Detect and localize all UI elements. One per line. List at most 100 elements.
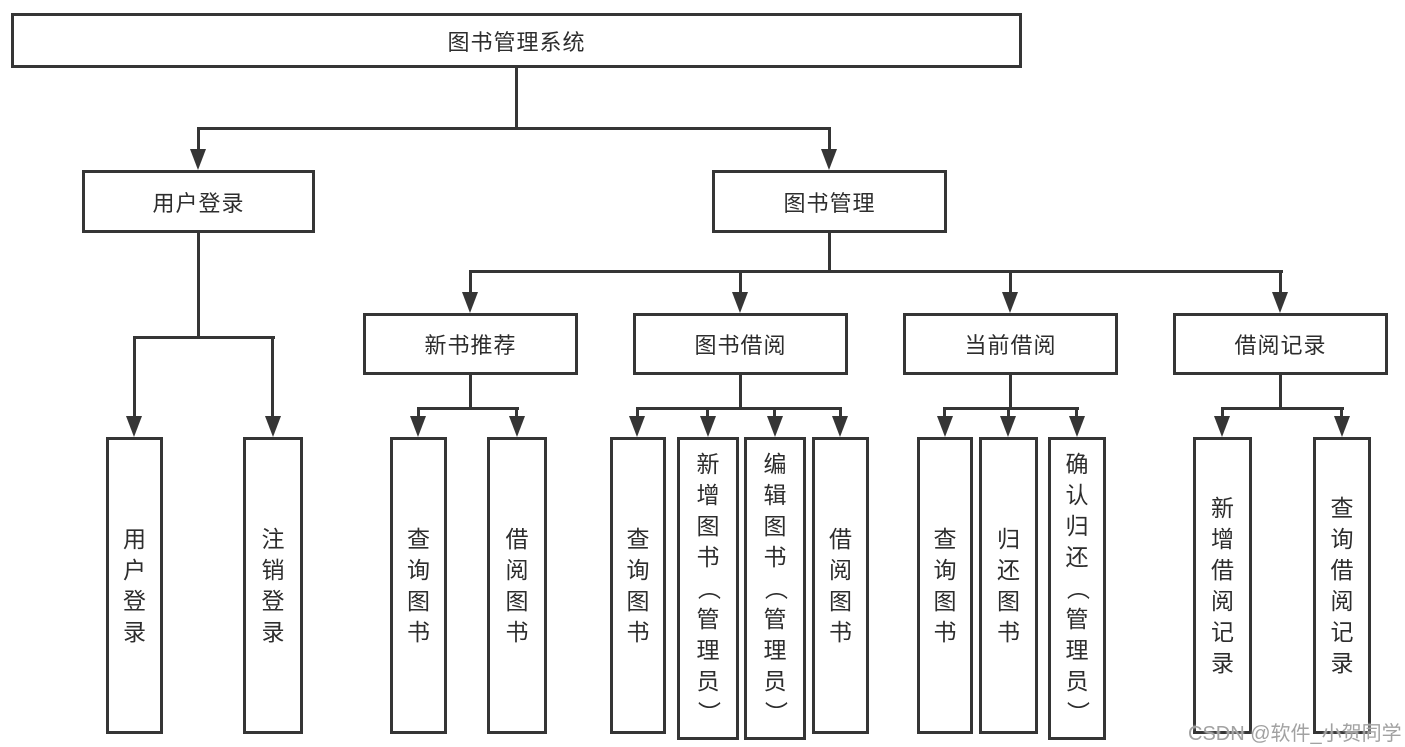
leaf-query-books-borrowing: 查询图书	[610, 437, 666, 734]
vchar: 阅	[505, 556, 529, 583]
arrowhead-icon	[821, 149, 837, 170]
vchar: 查	[626, 525, 650, 552]
arrowhead-icon	[732, 292, 748, 313]
connector-line	[133, 336, 275, 339]
vchar: 图	[505, 587, 529, 614]
arrowhead-icon	[509, 416, 525, 437]
vchar: ）	[695, 701, 722, 724]
vchar: 图	[626, 587, 650, 614]
vchar: 阅	[829, 556, 852, 583]
leaf-borrow-books-recommend: 借阅图书	[487, 437, 547, 734]
vchar: 增	[696, 482, 720, 508]
vchar: 询	[1330, 525, 1354, 552]
vchar: 归	[997, 525, 1020, 552]
arrowhead-icon	[832, 416, 848, 437]
connector-line	[271, 336, 274, 421]
leaf-user-login: 用户登录	[106, 437, 163, 734]
vchar: 书	[829, 618, 852, 645]
connector-line	[828, 233, 831, 273]
vchar: 登	[123, 587, 146, 614]
vchar: 借	[1330, 556, 1354, 583]
vchar: 录	[123, 618, 146, 645]
arrowhead-icon	[1069, 416, 1085, 437]
arrowhead-icon	[410, 416, 426, 437]
vchar: 销	[261, 556, 285, 583]
vchar: 查	[407, 525, 430, 552]
leaf-logout: 注销登录	[243, 437, 303, 734]
vchar: 书	[505, 618, 529, 645]
vchar: ）	[762, 701, 789, 724]
vchar: 图	[763, 513, 787, 539]
connector-line	[515, 68, 518, 130]
leaf-add-book-admin: 新增图书（管理员）	[677, 437, 739, 740]
vchar: 员	[1065, 668, 1089, 694]
connector-line	[839, 407, 842, 421]
connector-line	[1009, 375, 1012, 410]
vchar: 管	[763, 606, 787, 632]
vchar: 图	[997, 587, 1020, 614]
connector-line	[1221, 407, 1224, 421]
arrowhead-icon	[767, 416, 783, 437]
vchar: 理	[1065, 637, 1089, 663]
connector-line	[1075, 407, 1078, 421]
connector-line	[197, 127, 200, 155]
vchar: 书	[626, 618, 650, 645]
arrowhead-icon	[126, 416, 142, 437]
vchar: 记	[1330, 618, 1354, 645]
vchar: 图	[933, 587, 957, 614]
vchar: 书	[407, 618, 430, 645]
connector-line	[1221, 407, 1344, 410]
vchar: 新	[1211, 494, 1234, 521]
arrowhead-icon	[462, 292, 478, 313]
vchar: 查	[933, 525, 957, 552]
vchar: 还	[1065, 544, 1089, 570]
connector-line	[1007, 407, 1010, 421]
leaf-return-books: 归还图书	[979, 437, 1038, 734]
node-new-book-recommend: 新书推荐	[363, 313, 578, 375]
arrowhead-icon	[1272, 292, 1288, 313]
vchar: 管	[696, 606, 720, 632]
connector-line	[739, 270, 742, 296]
vchar: 书	[933, 618, 957, 645]
connector-line	[739, 375, 742, 410]
leaf-query-books-recommend: 查询图书	[390, 437, 447, 734]
leaf-query-books-current: 查询图书	[917, 437, 973, 734]
connector-line	[1279, 375, 1282, 410]
vchar: 员	[763, 668, 787, 694]
vchar: 借	[1211, 556, 1234, 583]
arrowhead-icon	[1000, 416, 1016, 437]
vchar: 询	[407, 556, 430, 583]
node-library-management-system: 图书管理系统	[11, 13, 1022, 68]
node-book-management: 图书管理	[712, 170, 947, 233]
arrowhead-icon	[700, 416, 716, 437]
connector-line	[515, 407, 518, 421]
vchar: 阅	[1330, 587, 1354, 614]
connector-line	[1009, 270, 1012, 296]
node-book-borrowing: 图书借阅	[633, 313, 848, 375]
arrowhead-icon	[1214, 416, 1230, 437]
vchar: 确	[1065, 451, 1089, 477]
vchar: 借	[829, 525, 852, 552]
connector-line	[636, 407, 842, 410]
vchar: ）	[1064, 701, 1091, 724]
vchar: 书	[696, 544, 720, 570]
vchar: 理	[763, 637, 787, 663]
connector-line	[197, 127, 831, 130]
connector-line	[1279, 270, 1282, 296]
connector-line	[943, 407, 946, 421]
vchar: 图	[407, 587, 430, 614]
vchar: 录	[1330, 649, 1354, 676]
vchar: 理	[696, 637, 720, 663]
vchar: 书	[997, 618, 1020, 645]
vchar: 归	[1065, 513, 1089, 539]
arrowhead-icon	[937, 416, 953, 437]
connector-line	[706, 407, 709, 421]
vchar: 还	[997, 556, 1020, 583]
vchar: 编	[763, 451, 787, 477]
arrowhead-icon	[265, 416, 281, 437]
vchar: 录	[1211, 649, 1234, 676]
leaf-borrow-books-borrowing: 借阅图书	[812, 437, 869, 734]
vchar: 认	[1065, 482, 1089, 508]
arrowhead-icon	[1334, 416, 1350, 437]
